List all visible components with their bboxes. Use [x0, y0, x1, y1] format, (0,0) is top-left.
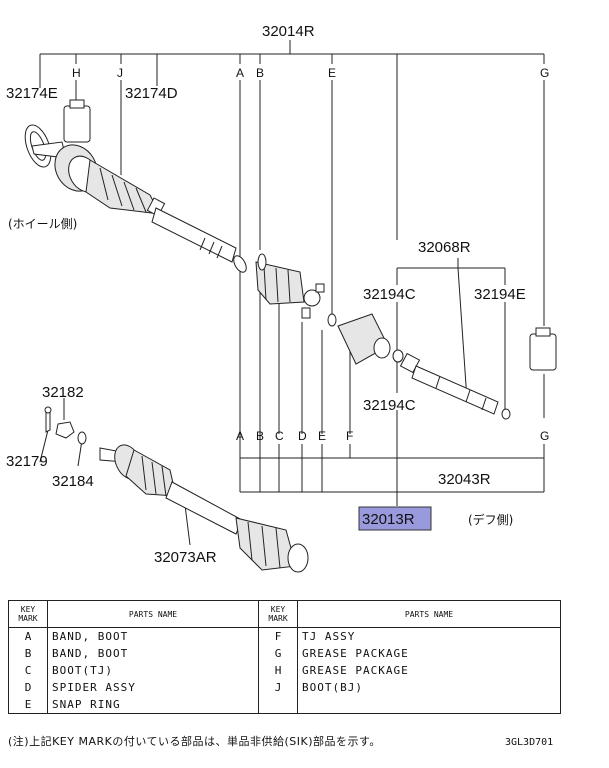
- callout-labels: 32014R 32174E 32174D (ホイール側) 32068R 3219…: [6, 23, 526, 566]
- assembly-bracket-32014R: [39, 40, 545, 240]
- name-cell: BOOT(TJ): [46, 662, 260, 679]
- label-diff-side: (デフ側): [468, 512, 513, 527]
- name-cell: [297, 696, 561, 714]
- label-32194C-top: 32194C: [363, 286, 416, 303]
- key-mark-E: E: [328, 66, 336, 80]
- key-cell: [258, 696, 299, 714]
- name-cell: GREASE PACKAGE: [297, 662, 561, 679]
- name-cell: TJ ASSY: [297, 627, 561, 645]
- label-32194C-bottom: 32194C: [363, 397, 416, 414]
- parts-name-header: PARTS NAME: [297, 600, 561, 628]
- label-32043R: 32043R: [438, 471, 491, 488]
- label-32174D: 32174D: [125, 85, 178, 102]
- lower-driveshaft: [44, 406, 309, 573]
- key-mark-J: J: [117, 66, 123, 80]
- key-cell: A: [8, 627, 48, 645]
- key-mark-G: G: [540, 429, 549, 443]
- key-mark-header: KEY MARK: [258, 600, 299, 628]
- footnote: (注)上記KEY MARKの付いている部品は、単品非供給(SIK)部品を示す。: [8, 735, 381, 748]
- key-cell: H: [258, 662, 299, 679]
- label-32068R: 32068R: [418, 239, 471, 256]
- table-row: C BOOT(TJ) H GREASE PACKAGE: [8, 662, 561, 679]
- highlight-box-32013R: [358, 506, 432, 531]
- key-mark-G: G: [540, 66, 549, 80]
- key-mark-B: B: [256, 429, 264, 443]
- name-cell: GREASE PACKAGE: [297, 645, 561, 662]
- name-cell: BOOT(BJ): [297, 679, 561, 696]
- key-mark-header: KEY MARK: [8, 600, 48, 628]
- key-cell: C: [8, 662, 48, 679]
- key-mark-A: A: [236, 429, 244, 443]
- name-cell: SPIDER ASSY: [46, 679, 260, 696]
- exploded-parts-diagram: 32014R 32174E 32174D (ホイール側) 32068R 3219…: [6, 23, 557, 573]
- parts-name-header: PARTS NAME: [46, 600, 260, 628]
- key-mark-F: F: [346, 429, 353, 443]
- table-header-row: KEY MARK PARTS NAME KEY MARK PARTS NAME: [8, 600, 561, 628]
- key-cell: D: [8, 679, 48, 696]
- label-32194E: 32194E: [474, 286, 526, 303]
- key-mark-C: C: [275, 429, 284, 443]
- label-32013R: 32013R: [362, 511, 415, 528]
- key-mark-D: D: [298, 429, 307, 443]
- key-mark-A: A: [236, 66, 244, 80]
- name-cell: BAND, BOOT: [46, 627, 260, 645]
- label-wheel-side: (ホイール側): [8, 217, 77, 231]
- leader-lines: [39, 80, 545, 546]
- key-cell: E: [8, 696, 48, 714]
- table-row: B BAND, BOOT G GREASE PACKAGE: [8, 645, 561, 662]
- figure-code: 3GL3D701: [505, 737, 554, 748]
- label-32179: 32179: [6, 453, 48, 470]
- key-cell: B: [8, 645, 48, 662]
- table-row: D SPIDER ASSY J BOOT(BJ): [8, 679, 561, 696]
- key-mark-H: H: [72, 66, 81, 80]
- label-32182: 32182: [42, 384, 84, 401]
- parts-key-table: KEY MARK PARTS NAME KEY MARK PARTS NAME …: [8, 600, 561, 714]
- label-32174E: 32174E: [6, 85, 58, 102]
- upper-driveshaft: [24, 99, 337, 327]
- name-cell: BAND, BOOT: [46, 645, 260, 662]
- label-32184: 32184: [52, 473, 94, 490]
- label-32014R: 32014R: [262, 23, 315, 40]
- table-row: A BAND, BOOT F TJ ASSY: [8, 627, 561, 645]
- name-cell: SNAP RING: [46, 696, 260, 714]
- key-mark-E: E: [318, 429, 326, 443]
- key-cell: J: [258, 679, 299, 696]
- table-row: E SNAP RING: [8, 696, 561, 714]
- label-32073AR: 32073AR: [154, 549, 217, 566]
- key-cell: F: [258, 627, 299, 645]
- key-mark-B: B: [256, 66, 264, 80]
- key-mark-letters: H J A B E G A B C D E F G: [72, 66, 549, 443]
- key-cell: G: [258, 645, 299, 662]
- inner-joint-assembly: [337, 313, 557, 420]
